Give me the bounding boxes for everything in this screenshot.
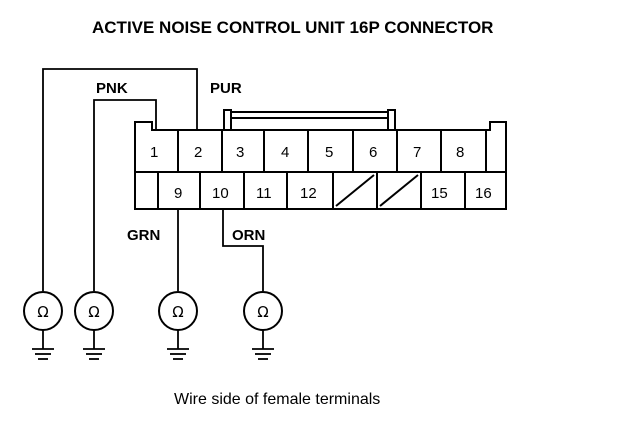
pnk-label: PNK: [96, 80, 128, 97]
pin-8-label: 8: [456, 144, 464, 161]
wires: [42, 68, 264, 291]
pur-wire: [42, 68, 198, 291]
pin-5-label: 5: [325, 144, 333, 161]
top-row-pin-labels: 1 2 3 4 5 6 7 8: [150, 144, 464, 161]
ohm-symbol-icon: Ω: [88, 303, 99, 321]
pin-16-label: 16: [475, 185, 492, 202]
pin-12-label: 12: [300, 185, 317, 202]
ground-icon: [83, 330, 105, 360]
ohmmeter-4: Ω: [243, 291, 283, 360]
ohm-symbol-icon: Ω: [257, 303, 268, 321]
pur-label: PUR: [210, 80, 242, 97]
pnk-wire: [93, 99, 157, 291]
ground-icon: [167, 330, 189, 360]
ohm-symbol-icon: Ω: [172, 303, 183, 321]
bottom-row-pin-labels: 9 10 11 12 15 16: [174, 185, 492, 202]
ohmmeter-2: Ω: [74, 291, 114, 360]
pin-1-label: 1: [150, 144, 158, 161]
orn-label: ORN: [232, 227, 265, 244]
ground-icon: [252, 330, 274, 360]
ground-icon: [32, 330, 54, 360]
pin-6-label: 6: [369, 144, 377, 161]
pin-9-label: 9: [174, 185, 182, 202]
pin-10-label: 10: [212, 185, 229, 202]
pin-11-label: 11: [256, 185, 272, 202]
grn-label: GRN: [127, 227, 160, 244]
connector-body: [134, 121, 507, 210]
pin-15-label: 15: [431, 185, 448, 202]
pin-3-label: 3: [236, 144, 244, 161]
pin-4-label: 4: [281, 144, 289, 161]
pin-2-label: 2: [194, 144, 202, 161]
ohmmeter-1: Ω: [23, 291, 63, 360]
connector-lock-tab: [223, 109, 396, 131]
diagram-caption: Wire side of female terminals: [174, 391, 380, 408]
orn-wire: [222, 209, 264, 291]
diagram-title: ACTIVE NOISE CONTROL UNIT 16P CONNECTOR: [92, 18, 493, 37]
ohmmeter-3: Ω: [158, 291, 198, 360]
ohm-symbol-icon: Ω: [37, 303, 48, 321]
pin-7-label: 7: [413, 144, 421, 161]
